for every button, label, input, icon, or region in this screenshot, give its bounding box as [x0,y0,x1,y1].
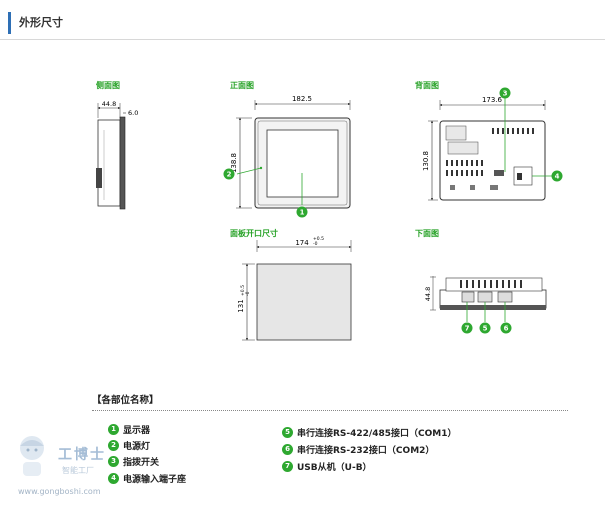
watermark-mascot-icon [20,436,44,476]
part-label: 显示器 [123,426,151,436]
watermark-brand: 工博士 [58,447,106,463]
part-number: 7 [282,461,293,472]
back-view-drawing: 173.6 130.8 [422,96,555,201]
parts-list-title: 【各部位名称】 [92,395,159,406]
part-number: 4 [108,473,119,484]
label-bottom-view: 下面图 [415,229,439,238]
dim-cutout-height-tol-lower: -0 [245,291,251,296]
side-view-drawing: 44.8 6.0 [96,100,138,210]
front-view-drawing: 182.5 138.8 [230,95,351,209]
part-number: 3 [108,456,119,467]
dim-cutout-width-tol-lower: -0 [313,241,318,247]
dim-front-width: 182.5 [292,95,312,103]
cutout-view-drawing: 174 +0.5 -0 131 +0.5 -0 [237,236,352,341]
part-number: 5 [282,427,293,438]
callout-1: 1 [296,206,308,218]
dim-bottom-depth: 44.8 [424,287,432,301]
svg-text:2: 2 [227,171,232,179]
watermark-url: www.gongboshi.com [18,487,101,496]
svg-text:4: 4 [555,173,560,181]
part-label: 串行连接RS-422/485接口（COM1） [297,429,457,439]
dim-cutout-height: 131 [237,299,245,312]
part-label: 串行连接RS-232接口（COM2） [297,446,435,456]
part-item-6: 6 串行连接RS-232接口（COM2） [282,443,434,456]
watermark-subtitle: 智能工厂 [62,466,94,475]
part-number: 2 [108,440,119,451]
callout-6: 6 [500,322,512,334]
part-item-5: 5 串行连接RS-422/485接口（COM1） [282,426,456,439]
dotted-divider [92,410,568,411]
callout-3: 3 [499,87,511,99]
part-number: 1 [108,424,119,435]
bottom-view-drawing: 44.8 [424,276,547,322]
dim-back-width: 173.6 [482,96,503,104]
label-side-view: 侧面图 [96,81,120,90]
part-item-4: 4 电源输入端子座 [108,472,186,485]
svg-text:5: 5 [483,325,488,333]
part-item-7: 7 USB从机（U-B） [282,460,372,473]
svg-text:3: 3 [503,90,508,98]
dimension-drawings: 44.8 6.0 182.5 138.8 173.6 130.8 [96,87,563,341]
svg-text:1: 1 [300,209,305,217]
label-back-view: 背面图 [415,81,439,90]
part-item-2: 2 电源灯 [108,439,150,452]
dim-side-thickness: 6.0 [128,109,138,117]
part-item-3: 3 指拨开关 [108,455,159,468]
label-cutout-view: 面板开口尺寸 [230,229,278,238]
callout-5: 5 [479,322,491,334]
svg-text:6: 6 [504,325,509,333]
callout-4: 4 [551,170,563,182]
part-label: 电源灯 [123,442,151,452]
dim-cutout-width-tol-upper: +0.5 [313,236,324,242]
callout-2: 2 [223,168,235,180]
label-front-view: 正面图 [230,81,254,90]
dim-side-width: 44.8 [102,100,116,108]
section-title: 外形尺寸 [8,12,63,34]
part-label: 指拨开关 [123,458,160,468]
dim-cutout-width: 174 [295,239,309,247]
callout-7: 7 [461,322,473,334]
part-item-1: 1 显示器 [108,423,150,436]
part-label: 电源输入端子座 [123,475,187,485]
part-label: USB从机（U-B） [297,463,372,473]
dim-back-height: 130.8 [422,151,430,171]
dim-front-height: 138.8 [230,153,238,173]
dim-cutout-height-tol-upper: +0.5 [240,285,246,296]
part-number: 6 [282,444,293,455]
header-divider [0,39,605,40]
svg-text:7: 7 [465,325,470,333]
